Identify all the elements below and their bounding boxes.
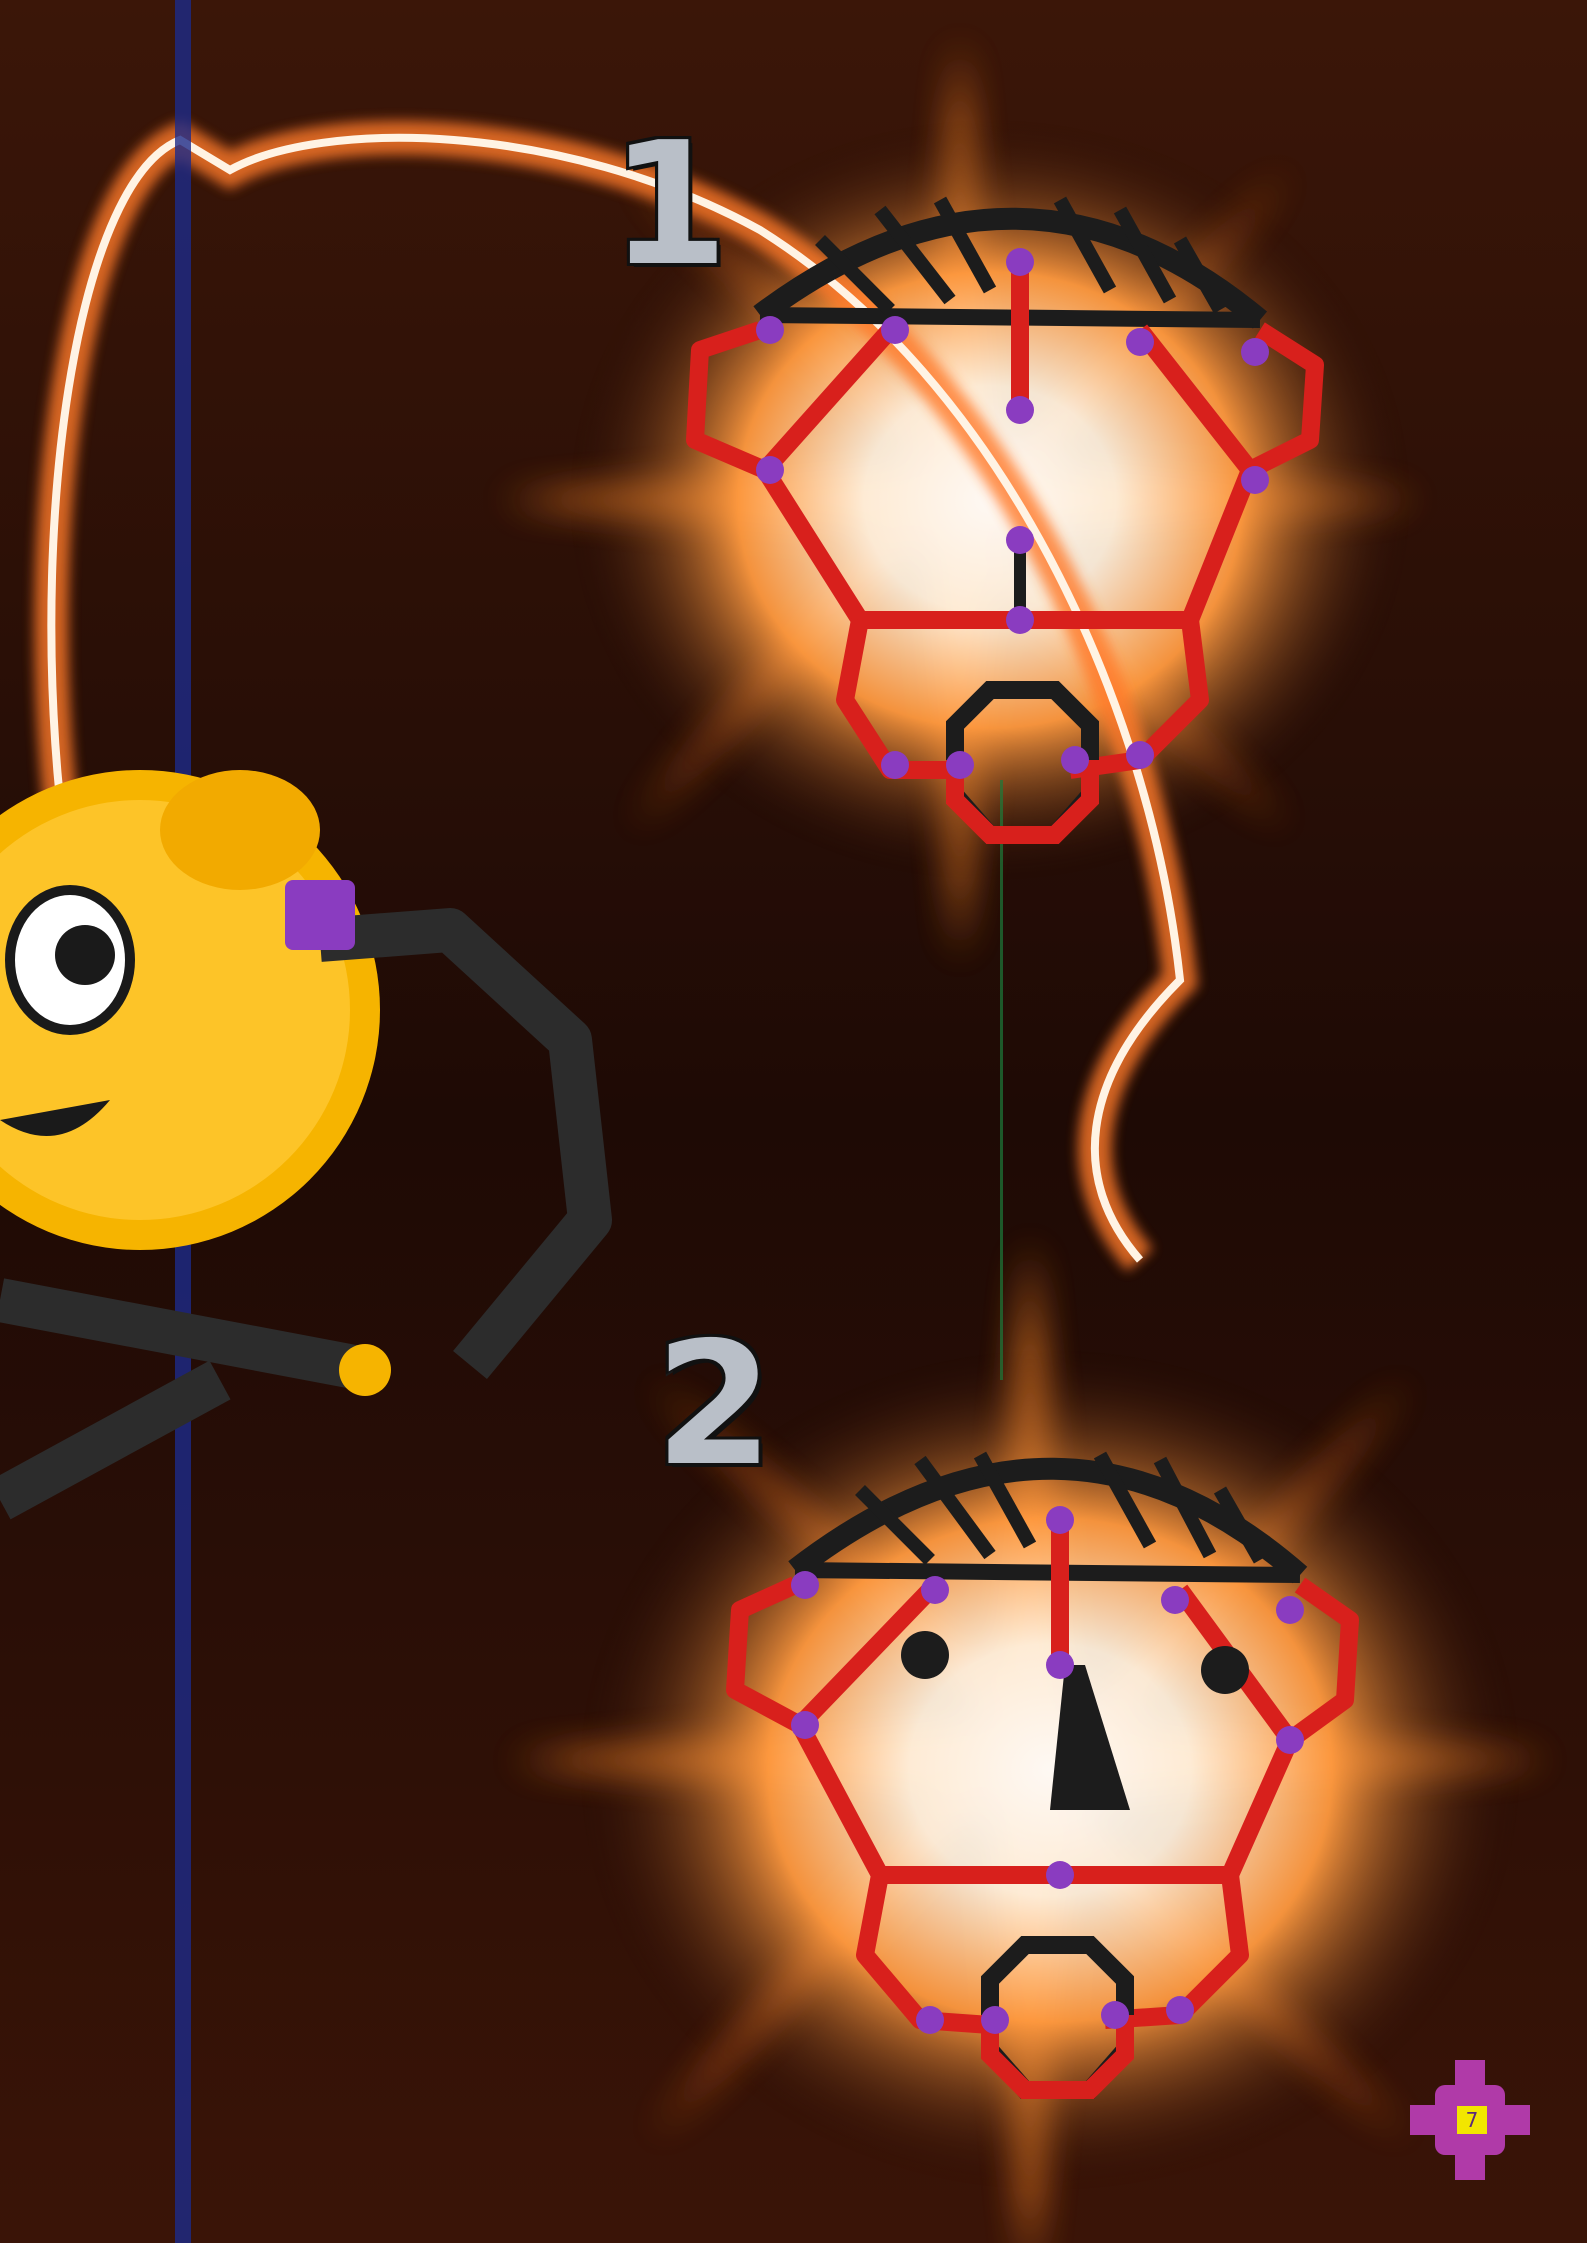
step-number-1: 1 bbox=[610, 120, 728, 290]
page-number: 7 bbox=[1455, 2104, 1489, 2136]
step-number-2: 2 bbox=[655, 1320, 773, 1490]
